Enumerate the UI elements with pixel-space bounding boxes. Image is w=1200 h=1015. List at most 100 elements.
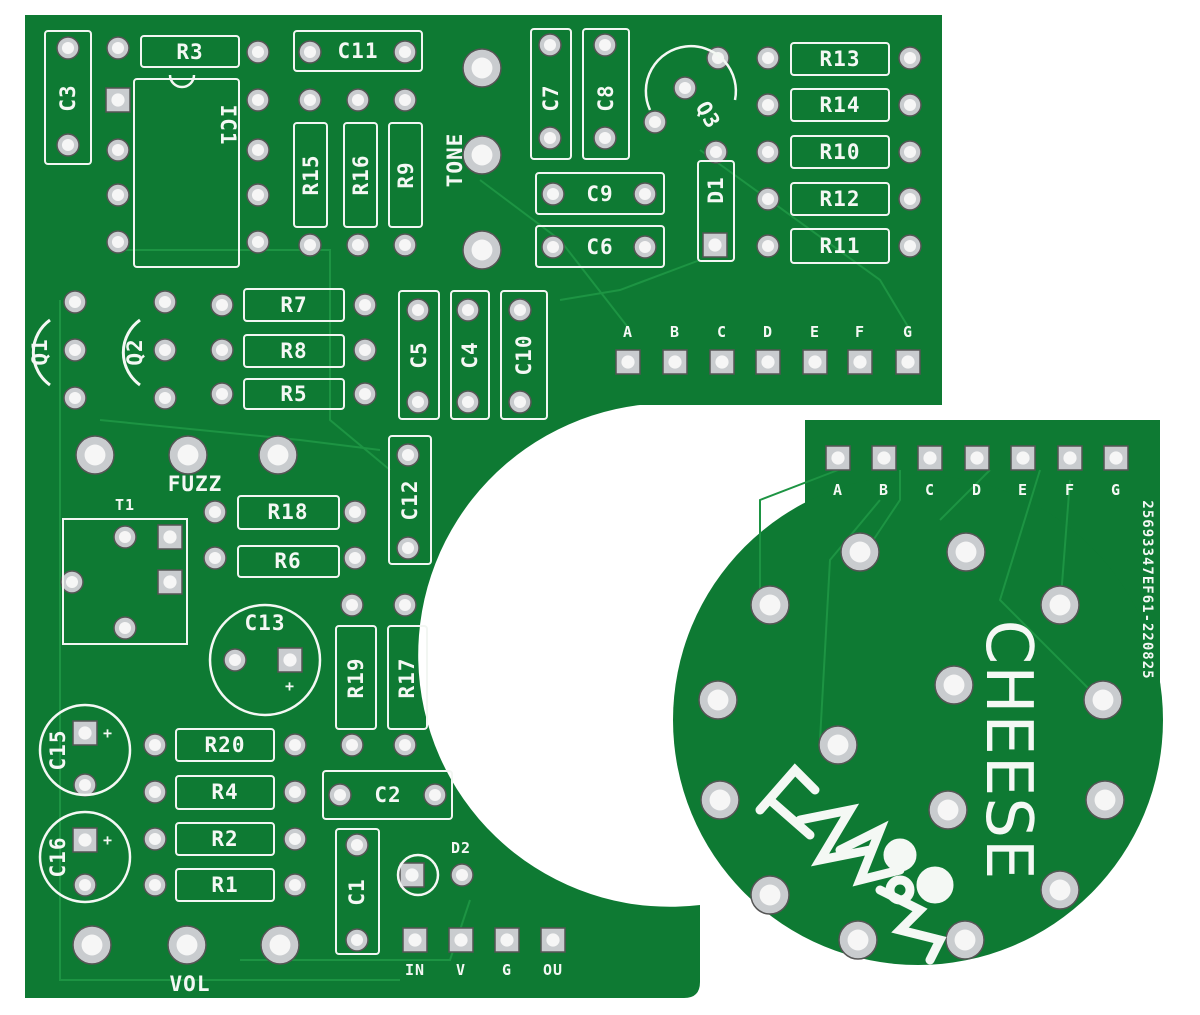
pad-hole: [350, 838, 364, 852]
c15-plus: +: [102, 724, 114, 742]
pad-hole: [709, 789, 731, 811]
pad-hole: [208, 505, 222, 519]
r5-outline: [243, 378, 345, 410]
pad-hole: [461, 395, 475, 409]
pad-hole: [251, 235, 265, 249]
pad-hole: [877, 451, 891, 465]
c15-outline: [38, 703, 132, 797]
r19-outline: [335, 625, 377, 730]
pad-hole: [351, 93, 365, 107]
c13-plus: +: [284, 677, 296, 695]
c16-plus: +: [102, 831, 114, 849]
pad-hole: [81, 934, 103, 956]
label-r15: R15: [299, 154, 323, 196]
pad-hole: [903, 51, 917, 65]
label-r3: R3: [176, 40, 204, 64]
pad-hole: [903, 98, 917, 112]
pad-hole: [111, 93, 125, 107]
pad-hole: [943, 674, 965, 696]
pad-hole: [68, 295, 82, 309]
db-header-b: B: [878, 481, 890, 499]
db-header-g: G: [1110, 481, 1122, 499]
label-r4: R4: [211, 780, 239, 804]
c8-outline: [582, 28, 630, 160]
pad-hole: [348, 505, 362, 519]
pad-hole: [288, 738, 302, 752]
r15-outline: [293, 122, 328, 228]
pad-hole: [709, 145, 723, 159]
pad-hole: [454, 933, 468, 947]
pad-hole: [455, 868, 469, 882]
pad-hole: [158, 343, 172, 357]
label-d1: D1: [704, 176, 728, 204]
label-t1: T1: [114, 496, 136, 514]
r18-outline: [237, 495, 340, 530]
label-c16: C16: [46, 836, 70, 878]
daughter-board: [673, 420, 1163, 965]
pad-hole: [78, 726, 92, 740]
label-r18: R18: [267, 500, 309, 524]
pad-hole: [148, 832, 162, 846]
pad-hole: [351, 238, 365, 252]
pad-hole: [208, 551, 222, 565]
pad-hole: [215, 298, 229, 312]
pad-hole: [808, 355, 822, 369]
pad-hole: [303, 45, 317, 59]
pad-hole: [761, 355, 775, 369]
pad-hole: [111, 143, 125, 157]
label-c2: C2: [374, 783, 402, 807]
label-fuzz: FUZZ: [167, 472, 223, 496]
pad-hole: [461, 303, 475, 317]
pad-hole: [761, 192, 775, 206]
pad-hole: [513, 303, 527, 317]
pad-hole: [707, 689, 729, 711]
pad-hole: [333, 788, 347, 802]
pad-hole: [1016, 451, 1030, 465]
c11-outline: [293, 30, 423, 72]
c3-outline: [44, 30, 92, 165]
label-r8: R8: [280, 339, 308, 363]
pad-hole: [163, 530, 177, 544]
pad-hole: [158, 295, 172, 309]
pad-hole: [78, 878, 92, 892]
d1-outline: [697, 160, 735, 262]
pad-hole: [398, 45, 412, 59]
label-r6: R6: [274, 549, 302, 573]
solder-pad: [917, 445, 943, 471]
pad-hole: [853, 355, 867, 369]
pad-hole: [827, 734, 849, 756]
pad-hole: [288, 832, 302, 846]
pad-hole: [358, 343, 372, 357]
pad-hole: [923, 451, 937, 465]
label-c11: C11: [337, 39, 379, 63]
pad-hole: [61, 138, 75, 152]
label-r9: R9: [394, 161, 418, 189]
pad-hole: [678, 81, 692, 95]
pad-hole: [849, 541, 871, 563]
pad-hole: [543, 38, 557, 52]
pad-hole: [345, 598, 359, 612]
label-q1: Q1: [28, 338, 52, 366]
label-c13: C13: [244, 611, 286, 635]
pad-hole: [401, 541, 415, 555]
pad-hole: [84, 444, 106, 466]
pad-hole: [759, 594, 781, 616]
pad-hole: [358, 298, 372, 312]
db-header-e: E: [1017, 481, 1029, 499]
pad-hole: [283, 653, 297, 667]
c6-outline: [535, 225, 665, 268]
pad-hole: [111, 188, 125, 202]
c2-outline: [322, 770, 453, 820]
q2-outline: [121, 318, 141, 387]
pad-hole: [847, 929, 869, 951]
r2-outline: [175, 822, 275, 856]
db-header-f: F: [1064, 481, 1076, 499]
label-c4: C4: [458, 341, 482, 369]
label-r14: R14: [819, 93, 861, 117]
main-header-d: D: [762, 323, 774, 341]
r11-outline: [790, 228, 890, 264]
label-c5: C5: [407, 341, 431, 369]
c4-outline: [450, 290, 490, 420]
pad-hole: [543, 131, 557, 145]
label-c1: C1: [345, 878, 369, 906]
